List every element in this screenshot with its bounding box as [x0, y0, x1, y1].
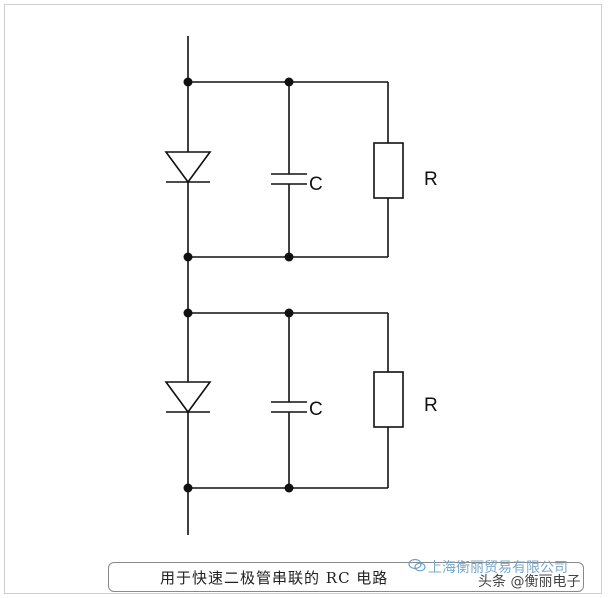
caption-box — [108, 562, 584, 592]
junction-dot — [183, 252, 193, 262]
junction-dot — [183, 77, 193, 87]
junction-dot — [284, 308, 294, 318]
figure-frame — [4, 4, 602, 594]
watermark-source: 头条 @衡丽电子 — [478, 574, 581, 590]
watermark-company-text: 上海衡丽贸易有限公司 — [428, 560, 568, 576]
junction-dot — [284, 483, 294, 493]
stage1-capacitor-label: C — [309, 174, 323, 195]
stage1-resistor-label: R — [424, 169, 438, 190]
figure-caption: 用于快速二极管串联的 RC 电路 — [160, 569, 389, 587]
watermark-company: 上海衡丽贸易有限公司 — [400, 557, 568, 577]
junction-dot — [284, 252, 294, 262]
junction-dot — [183, 483, 193, 493]
wechat-logo-icon — [408, 558, 426, 572]
junction-dot — [284, 77, 294, 87]
stage2-resistor — [373, 371, 404, 428]
stage2-resistor-label: R — [424, 395, 438, 416]
junction-dot — [183, 308, 193, 318]
stage1-resistor — [373, 142, 404, 199]
stage2-diode — [164, 381, 212, 414]
stage1-diode — [164, 151, 212, 184]
stage2-capacitor-label: C — [309, 399, 323, 420]
